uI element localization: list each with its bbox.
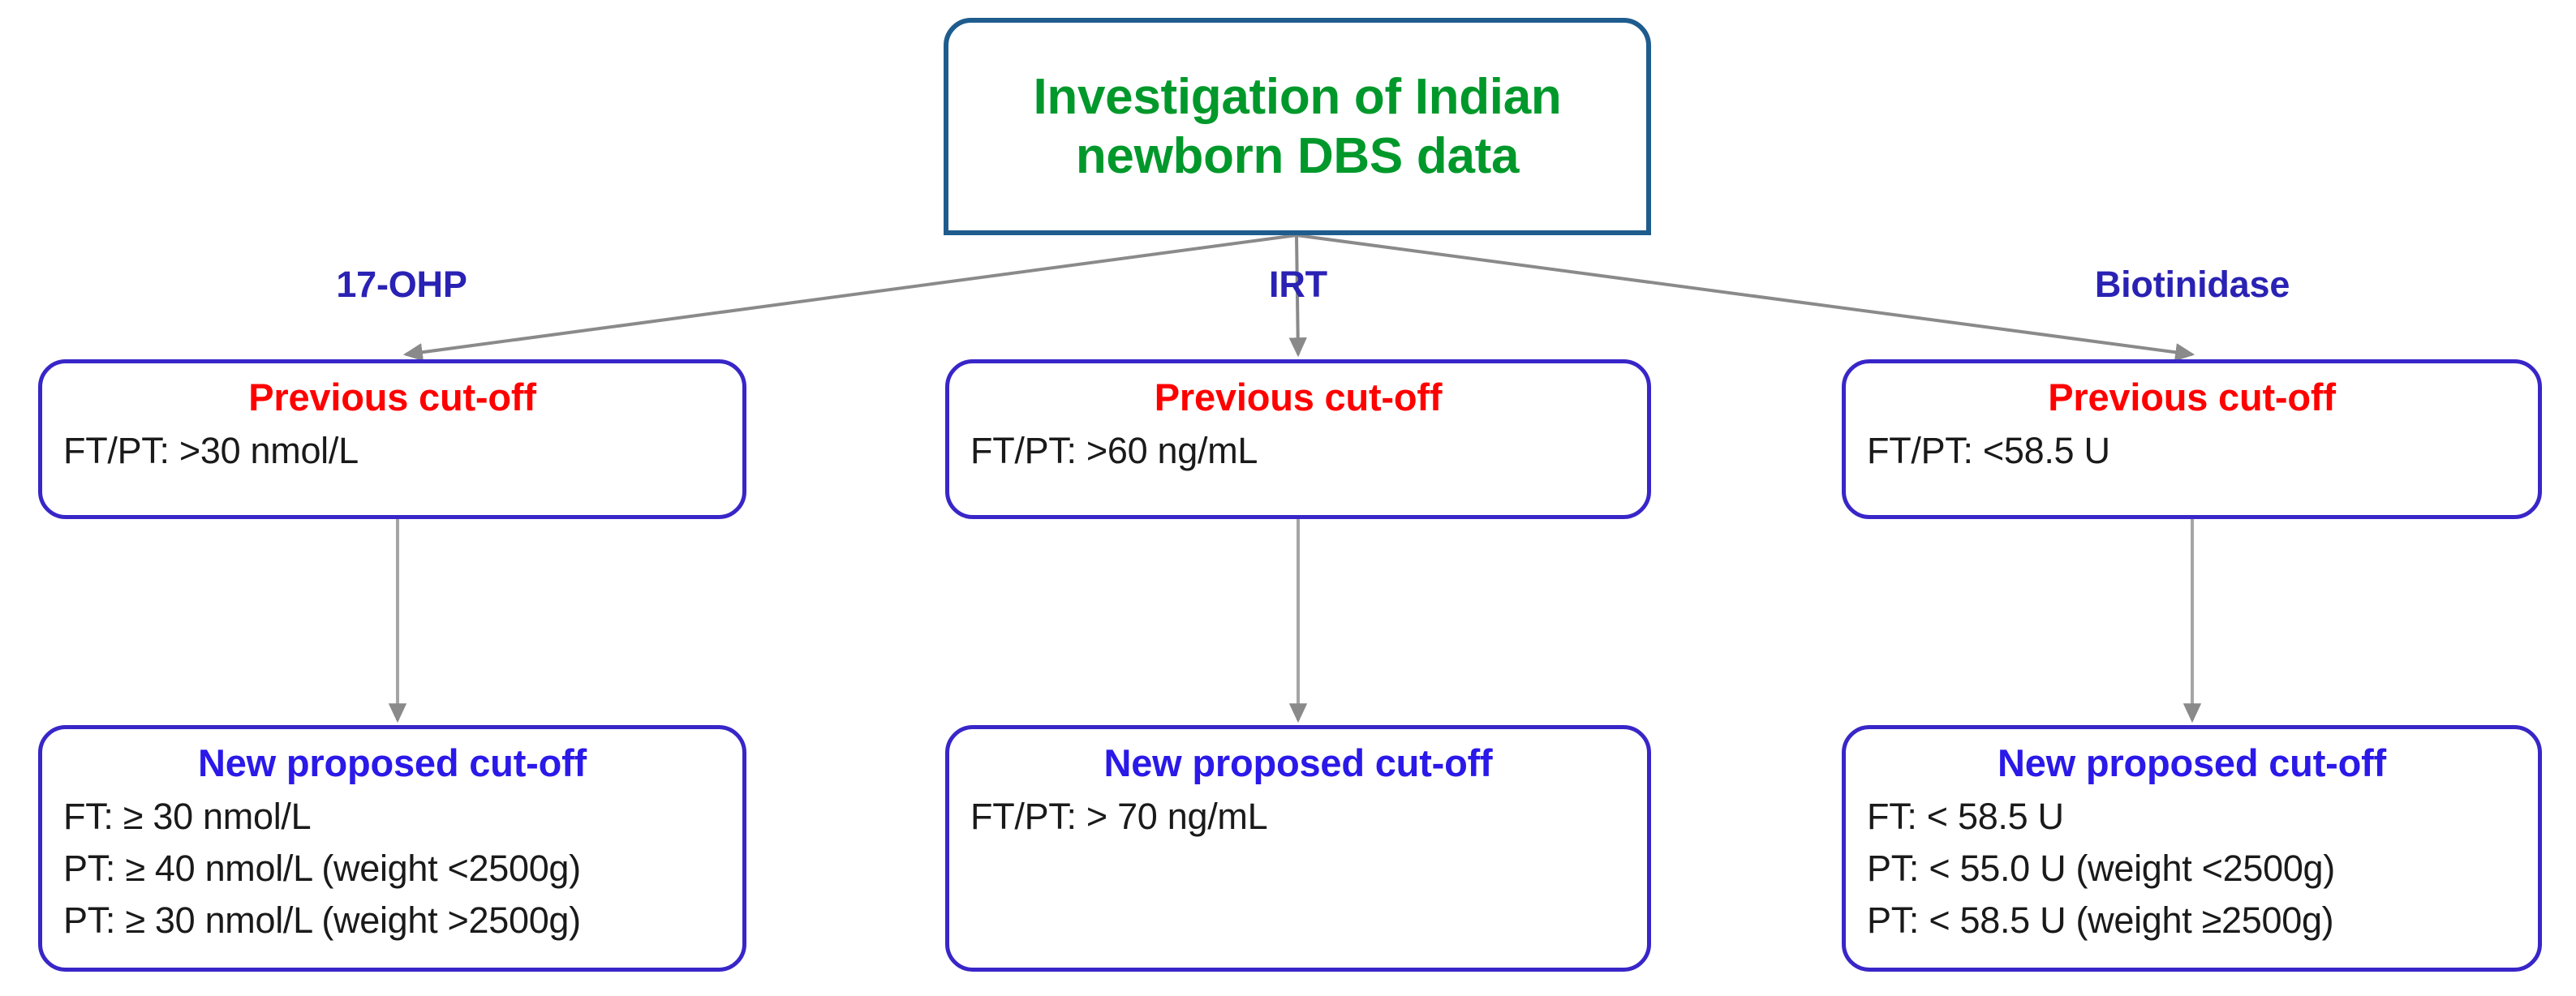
cutoff-line: FT: ≥ 30 nmol/L — [63, 796, 312, 838]
cutoff-line: FT/PT: >30 nmol/L — [63, 430, 359, 472]
proposed-cutoff-lines-irt: FT/PT: > 70 ng/mL — [970, 791, 1626, 843]
cutoff-line: FT/PT: <58.5 U — [1867, 430, 2110, 472]
branch-label-biotinidase: Biotinidase — [2094, 264, 2290, 305]
proposed-cutoff-title-biotinidase: New proposed cut-off — [1997, 741, 2387, 784]
proposed-cutoff-lines-17ohp: FT: ≥ 30 nmol/L PT: ≥ 40 nmol/L (weight … — [63, 791, 721, 947]
root-node-investigation[interactable]: Investigation of Indian newborn DBS data — [944, 18, 1651, 235]
root-node-title: Investigation of Indian newborn DBS data — [1033, 67, 1561, 186]
previous-cutoff-title-17ohp: Previous cut-off — [248, 376, 536, 419]
cutoff-line: PT: ≥ 40 nmol/L (weight <2500g) — [63, 848, 581, 890]
proposed-cutoff-title-irt: New proposed cut-off — [1103, 741, 1493, 784]
proposed-cutoff-box-irt[interactable]: New proposed cut-off FT/PT: > 70 ng/mL — [945, 725, 1651, 972]
previous-cutoff-box-17ohp[interactable]: Previous cut-off FT/PT: >30 nmol/L — [38, 359, 746, 519]
cutoff-line: PT: < 58.5 U (weight ≥2500g) — [1867, 899, 2334, 942]
previous-cutoff-box-biotinidase[interactable]: Previous cut-off FT/PT: <58.5 U — [1842, 359, 2542, 519]
previous-cutoff-title-irt: Previous cut-off — [1154, 376, 1443, 419]
previous-cutoff-lines-irt: FT/PT: >60 ng/mL — [970, 425, 1626, 477]
cutoff-line: PT: ≥ 30 nmol/L (weight >2500g) — [63, 899, 581, 942]
proposed-cutoff-box-17ohp[interactable]: New proposed cut-off FT: ≥ 30 nmol/L PT:… — [38, 725, 746, 972]
branch-label-17ohp: 17-OHP — [336, 264, 467, 305]
previous-cutoff-box-irt[interactable]: Previous cut-off FT/PT: >60 ng/mL — [945, 359, 1651, 519]
previous-cutoff-lines-17ohp: FT/PT: >30 nmol/L — [63, 425, 721, 477]
root-node-title-line1: Investigation of Indian — [1033, 68, 1562, 125]
cutoff-line: FT: < 58.5 U — [1867, 796, 2064, 838]
proposed-cutoff-box-biotinidase[interactable]: New proposed cut-off FT: < 58.5 U PT: < … — [1842, 725, 2542, 972]
proposed-cutoff-title-17ohp: New proposed cut-off — [197, 741, 587, 784]
previous-cutoff-lines-biotinidase: FT/PT: <58.5 U — [1867, 425, 2517, 477]
previous-cutoff-title-biotinidase: Previous cut-off — [2048, 376, 2336, 419]
cutoff-line: PT: < 55.0 U (weight <2500g) — [1867, 848, 2335, 890]
cutoff-line: FT/PT: >60 ng/mL — [970, 430, 1258, 472]
proposed-cutoff-lines-biotinidase: FT: < 58.5 U PT: < 55.0 U (weight <2500g… — [1867, 791, 2517, 947]
branch-label-irt: IRT — [1269, 264, 1327, 305]
cutoff-line: FT/PT: > 70 ng/mL — [970, 796, 1268, 838]
root-node-title-line2: newborn DBS data — [1075, 128, 1520, 184]
